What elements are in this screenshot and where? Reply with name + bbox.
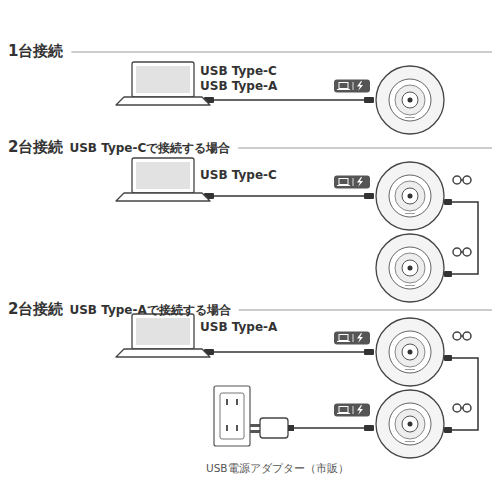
section-heading: 2台接続 xyxy=(8,138,63,156)
port-badge xyxy=(334,176,370,189)
speakerphone xyxy=(376,162,444,230)
speakerphone xyxy=(376,318,444,386)
link-icon xyxy=(453,332,471,340)
speakerphone xyxy=(376,234,444,302)
section-heading: 1台接続 xyxy=(8,42,63,60)
port-badge xyxy=(334,332,370,345)
laptop xyxy=(116,314,210,357)
adapter-label: USB電源アダプター（市販） xyxy=(206,462,349,475)
laptop xyxy=(116,62,210,105)
cable-label: USB Type-A xyxy=(200,320,277,334)
cable-label: USB Type-C xyxy=(200,168,277,182)
link-icon xyxy=(453,404,471,412)
laptop xyxy=(116,158,210,201)
section-heading: 2台接続 xyxy=(8,300,63,318)
usb-power-adapter xyxy=(250,418,294,438)
section-rule xyxy=(238,148,492,149)
port-badge xyxy=(334,80,370,93)
section-rule xyxy=(71,52,492,53)
wall-outlet xyxy=(214,386,250,446)
link-icon xyxy=(453,248,471,256)
speakerphone xyxy=(376,66,444,134)
speakerphone xyxy=(376,390,444,458)
link-icon xyxy=(453,176,471,184)
cable-label: USB Type-A xyxy=(200,79,277,93)
section-subheading: USB Type-Cで接続する場合 xyxy=(69,141,230,155)
section-rule xyxy=(239,310,492,311)
port-badge xyxy=(334,404,370,417)
cable-label: USB Type-C xyxy=(200,64,277,78)
section-subheading: USB Type-Aで接続する場合 xyxy=(69,303,230,317)
